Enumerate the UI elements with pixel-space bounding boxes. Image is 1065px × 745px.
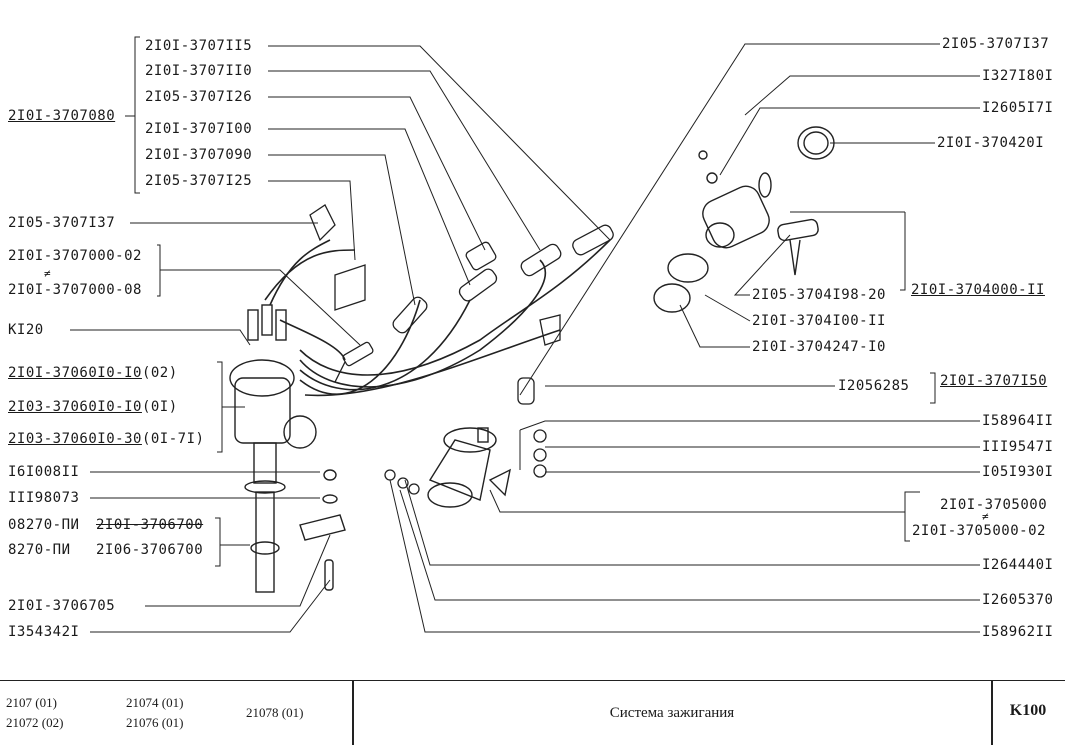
title-block: 2107 (01) 21072 (02) 21074 (01) 21076 (0…: [0, 680, 1065, 745]
page-code: K100: [1009, 702, 1047, 719]
label-r3: I2605I7I: [982, 100, 1054, 116]
label-not-equal-2: ≠: [982, 510, 990, 523]
model-21078: 21078 (01): [246, 705, 304, 720]
leader-r9: [519, 420, 980, 431]
leader-l9: [70, 329, 251, 346]
leader-l2: [268, 70, 541, 251]
label-l13b: 2I06-3706700: [96, 542, 204, 558]
label-l10c: 2I03-37060I0-30(0I-7I): [8, 431, 204, 447]
label-l10c-suffix: (0I-7I): [141, 431, 205, 447]
label-r8: I2056285: [838, 378, 910, 394]
leader-l15: [90, 579, 331, 633]
bracket-ht-wires: [134, 36, 140, 194]
leader-l4: [268, 128, 471, 286]
leader-r15: [389, 479, 980, 633]
leader-r13: [404, 479, 980, 566]
label-l11: I6I008II: [8, 464, 80, 480]
label-l10b: 2I03-37060I0-I0(0I): [8, 399, 178, 415]
label-l13b-pre: 8270-ПИ: [8, 542, 71, 558]
label-r2: I327I80I: [982, 68, 1054, 84]
label-r12b: 2I0I-3705000-02: [912, 523, 1046, 539]
bracket-r8: [930, 372, 936, 404]
label-l10c-code: 2I03-37060I0-30: [8, 431, 142, 447]
leader-l5: [268, 154, 416, 306]
label-l12: III98073: [8, 490, 80, 506]
diagram-drawing: [70, 36, 980, 633]
leader-l3: [268, 96, 486, 251]
label-r6: 2I0I-3704I00-II: [752, 313, 886, 329]
label-l10a-code: 2I0I-37060I0-I0: [8, 365, 142, 381]
bracket-switch: [900, 212, 906, 291]
label-l10b-suffix: (0I): [141, 399, 178, 415]
model-21076: 21076 (01): [126, 715, 184, 730]
label-r1: 2I05-3707I37: [942, 36, 1050, 52]
label-r15: I58962II: [982, 624, 1054, 640]
label-l13a: 2I0I-3706700: [96, 517, 204, 533]
label-r4: 2I0I-370420I: [937, 135, 1045, 151]
leader-l14: [145, 534, 331, 607]
label-l10a: 2I0I-37060I0-I0(02): [8, 365, 178, 381]
label-l15: I354342I: [8, 624, 80, 640]
label-r9: I58964II: [982, 413, 1054, 429]
spark-plug-drawing: [334, 341, 374, 383]
section-title: Система зажигания: [609, 705, 735, 721]
label-r13: I264440I: [982, 557, 1054, 573]
label-l13a-pre: 08270-ПИ: [8, 517, 80, 533]
label-l5: 2I0I-3707090: [145, 147, 253, 163]
model-21074: 21074 (01): [126, 695, 184, 710]
leader-r3: [719, 107, 980, 176]
label-assembly-left: 2I0I-3707080: [8, 108, 116, 124]
leader-r2: [744, 75, 980, 116]
label-l10b-code: 2I03-37060I0-I0: [8, 399, 142, 415]
model-21072: 21072 (02): [6, 715, 64, 730]
label-l7: 2I05-3707I37: [8, 215, 116, 231]
bracket-distributor: [217, 361, 223, 453]
bracket-coil: [904, 491, 920, 542]
divider-1: [352, 681, 354, 745]
ignition-switch-drawing: [653, 126, 835, 313]
leader-r6: [704, 294, 751, 322]
label-r14: I2605370: [982, 592, 1054, 608]
label-l6: 2I05-3707I25: [145, 173, 253, 189]
label-not-equal-1: ≠: [44, 267, 52, 280]
label-l2: 2I0I-3707II0: [145, 63, 253, 79]
divider-2: [991, 681, 993, 745]
label-r12a: 2I0I-3705000: [940, 497, 1048, 513]
label-l4: 2I0I-3707I00: [145, 121, 253, 137]
label-l14: 2I0I-3706705: [8, 598, 116, 614]
label-l10a-suffix: (02): [141, 365, 178, 381]
leader-r14: [399, 489, 980, 601]
label-l9: KI20: [8, 322, 44, 338]
label-l3: 2I05-3707I26: [145, 89, 253, 105]
clip-drawing: [309, 204, 336, 242]
model-2107: 2107 (01): [6, 695, 57, 710]
label-r10: III9547I: [982, 439, 1054, 455]
label-assembly-right: 2I0I-3704000-II: [911, 282, 1045, 298]
leader-r5: [733, 234, 791, 296]
leader-l6: [268, 180, 356, 261]
leader-r1: [519, 43, 940, 396]
label-l8a: 2I0I-3707000-02: [8, 248, 142, 264]
distributor-drawing: [229, 304, 346, 593]
leader-l1: [268, 45, 611, 241]
bracket-shaft: [215, 517, 221, 567]
leader-r7: [679, 304, 750, 348]
label-r11: I05I930I: [982, 464, 1054, 480]
label-l1: 2I0I-3707II5: [145, 38, 253, 54]
ht-wire-set: [264, 239, 611, 397]
label-assembly-right2: 2I0I-3707I50: [940, 373, 1048, 389]
label-r7: 2I0I-3704247-I0: [752, 339, 886, 355]
label-r5: 2I05-3704I98-20: [752, 287, 886, 303]
label-l8b: 2I0I-3707000-08: [8, 282, 142, 298]
parts-diagram: 2I0I-3707II5 2I0I-3707II0 2I05-3707I26 2…: [8, 36, 1054, 640]
wire-boots: [392, 224, 614, 405]
terminal-block-drawing: [334, 264, 366, 311]
ignition-coil-drawing: [427, 427, 511, 508]
